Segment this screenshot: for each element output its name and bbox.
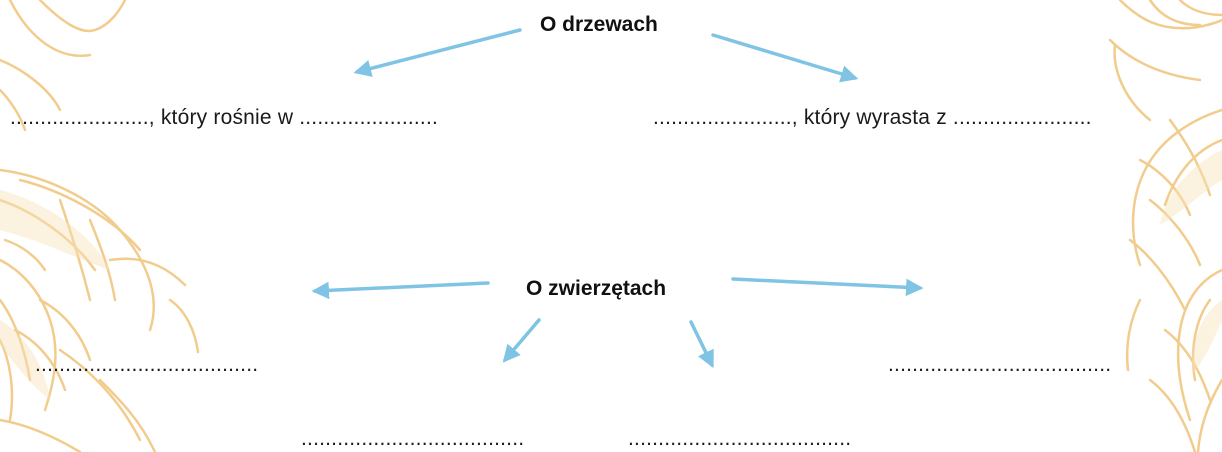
arrow-trees-right xyxy=(711,33,859,83)
trees-right-blank[interactable]: ......................., który wyrasta z… xyxy=(653,106,1092,129)
arrow-trees-left xyxy=(353,28,522,77)
arrow-animals-down-right xyxy=(689,320,714,369)
topic-trees-title: O drzewach xyxy=(540,13,658,36)
topic-animals-title: O zwierzętach xyxy=(526,277,667,300)
trees-left-blank[interactable]: ......................., który rośnie w … xyxy=(10,106,439,129)
arrow-animals-down-left xyxy=(502,318,541,363)
arrow-animals-left xyxy=(311,281,490,300)
animals-right-blank[interactable]: ..................................... xyxy=(888,353,1112,376)
animals-bottom-left-blank[interactable]: ..................................... xyxy=(301,427,525,450)
arrow-animals-right xyxy=(731,277,924,297)
animals-left-blank[interactable]: ..................................... xyxy=(35,353,259,376)
animals-bottom-right-blank[interactable]: ..................................... xyxy=(628,427,852,450)
